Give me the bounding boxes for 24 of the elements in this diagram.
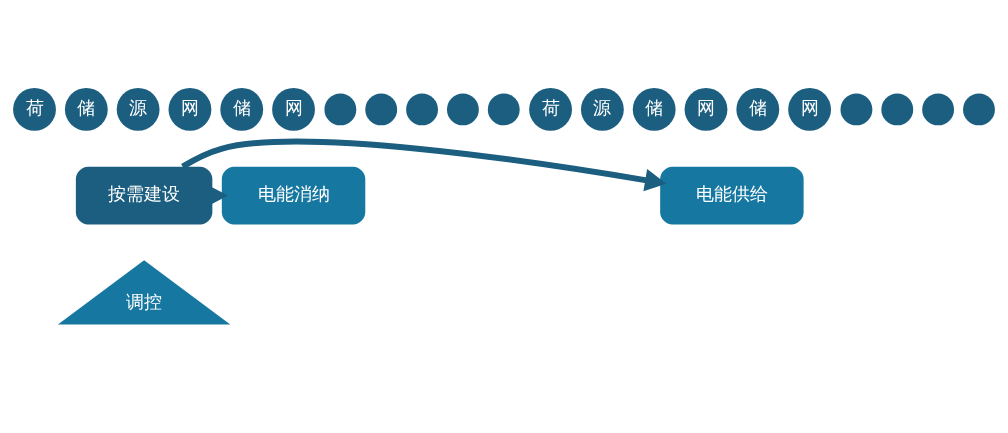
arrow [181, 138, 667, 191]
node-circle [324, 92, 357, 125]
node-circle: 网 [272, 87, 315, 131]
node-circle [446, 92, 479, 125]
node-circle [840, 92, 873, 125]
node-circle [406, 92, 438, 125]
node-circle: 网 [168, 87, 212, 131]
node-circle: 网 [684, 87, 728, 131]
node-circle: 网 [788, 87, 831, 131]
node-circle: 源 [116, 87, 160, 131]
node-circle: 荷 [529, 87, 572, 131]
node-circle [487, 92, 520, 125]
node-box: 电能供给 [660, 166, 804, 224]
node-circle [963, 92, 995, 125]
node-circle: 源 [580, 87, 624, 131]
node-circle [881, 92, 914, 125]
node-circle: 储 [632, 87, 676, 131]
node-circle: 储 [64, 87, 108, 131]
node-circle: 荷 [13, 87, 56, 131]
node-circle: 储 [736, 87, 780, 131]
node-circle [365, 92, 398, 125]
node-box: 电能消纳 [221, 166, 366, 224]
node-circle: 储 [220, 87, 264, 131]
node-circle [922, 92, 955, 125]
